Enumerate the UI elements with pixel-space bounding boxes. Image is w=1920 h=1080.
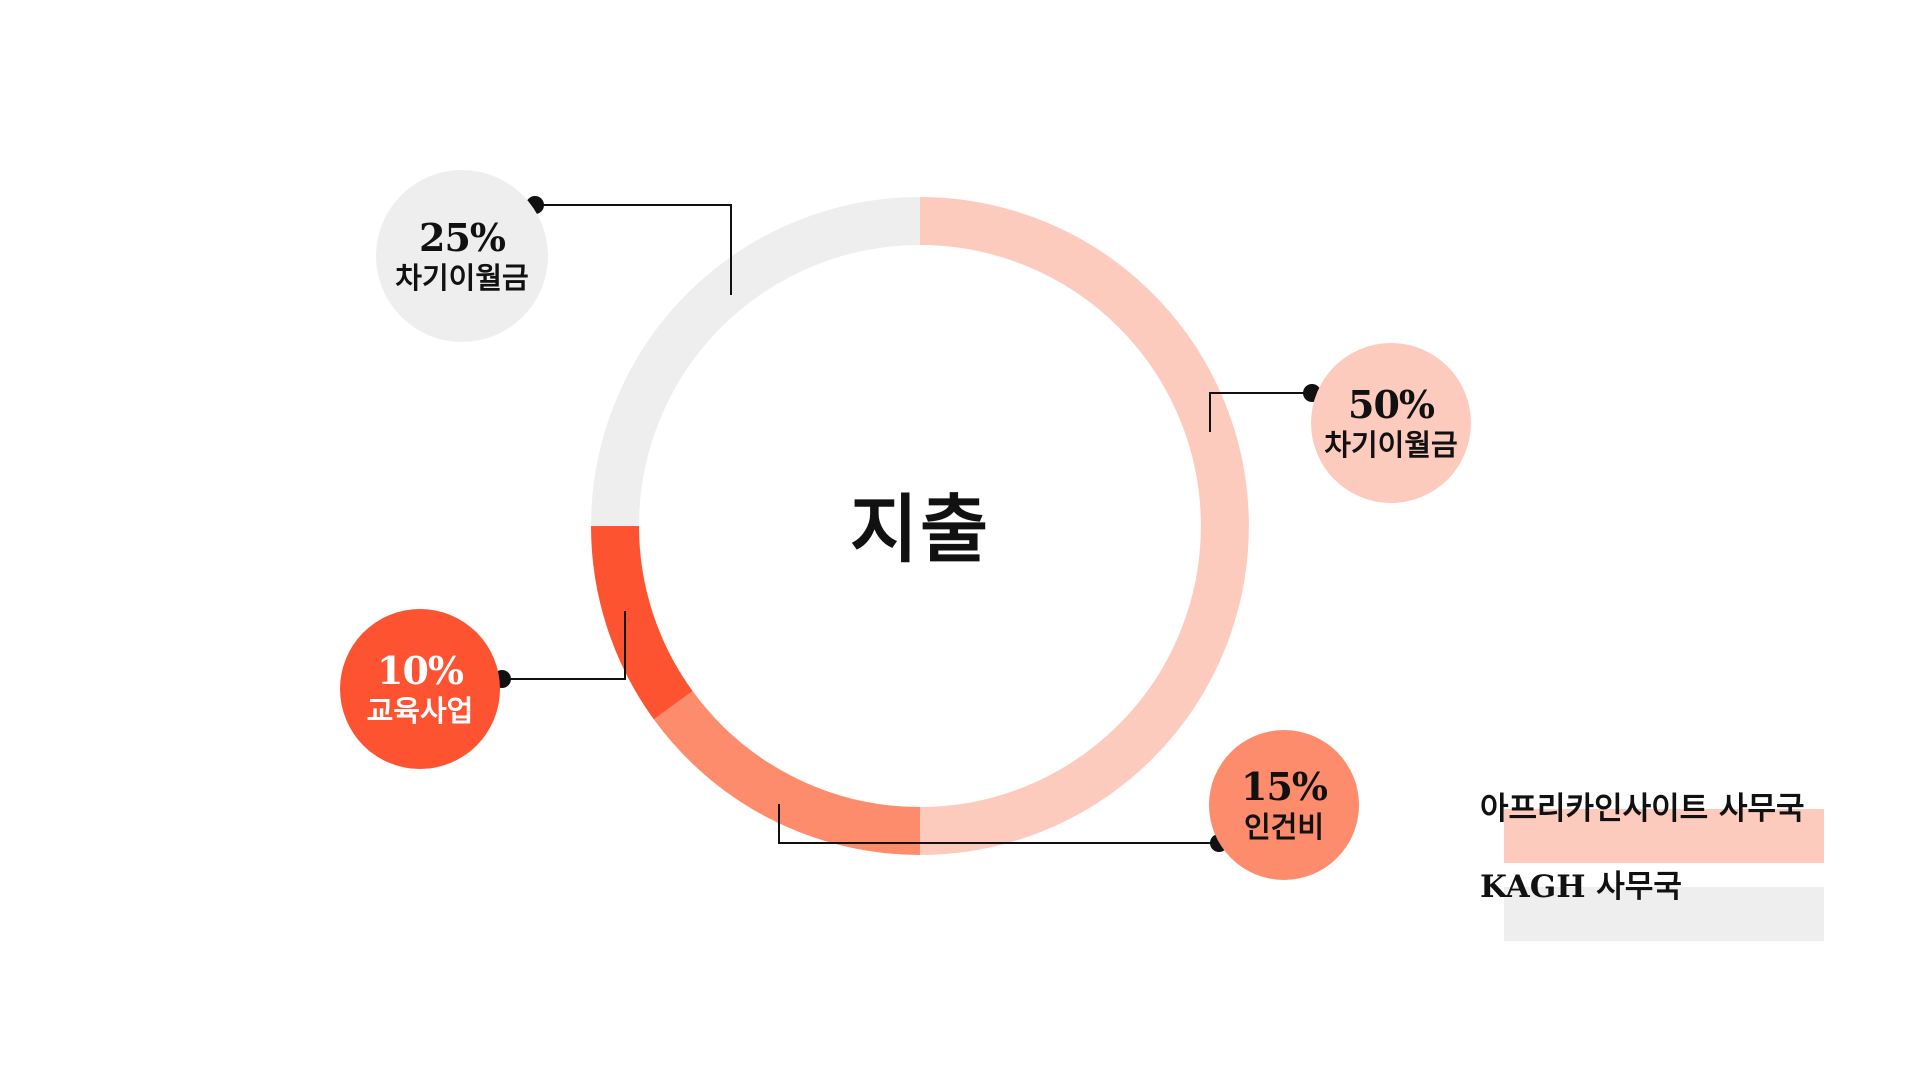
legend-swatch	[1504, 809, 1824, 863]
slice-bubble-3: 25% 차기이월금	[376, 170, 548, 342]
slice-value-label: 50%	[1348, 382, 1435, 427]
chart-title: 지출	[849, 487, 991, 573]
slice-category-label: 교육사업	[366, 694, 474, 728]
donut-slice-1	[653, 690, 921, 855]
slice-bubble-0: 50% 차기이월금	[1311, 343, 1471, 503]
slice-value-label: 25%	[419, 215, 506, 260]
slice-value-label: 15%	[1241, 764, 1328, 809]
leader-line-slice-2	[502, 611, 626, 680]
legend-item-1: KAGH 사무국	[1480, 861, 1824, 941]
slice-bubble-1: 15% 인건비	[1209, 730, 1359, 880]
leader-line-slice-0	[1209, 392, 1312, 432]
donut-slice-0	[919, 197, 1249, 855]
slice-value-label: 10%	[377, 648, 464, 693]
donut-slice-2	[591, 525, 693, 720]
leader-line-slice-3	[535, 204, 732, 295]
slice-category-label: 차기이월금	[1324, 428, 1458, 462]
legend-item-0: 아프리카인사이트 사무국	[1480, 783, 1824, 863]
donut-ring	[591, 197, 1249, 855]
slice-bubble-2: 10% 교육사업	[340, 609, 500, 769]
legend-label: KAGH 사무국	[1480, 869, 1682, 905]
legend-label: 아프리카인사이트 사무국	[1480, 791, 1805, 827]
legend-swatch	[1504, 887, 1824, 941]
slice-category-label: 인건비	[1243, 810, 1325, 844]
donut-slice-3	[591, 197, 921, 527]
slice-category-label: 차기이월금	[395, 261, 529, 295]
leader-lines	[493, 196, 1321, 852]
leader-line-slice-1	[778, 804, 1219, 844]
